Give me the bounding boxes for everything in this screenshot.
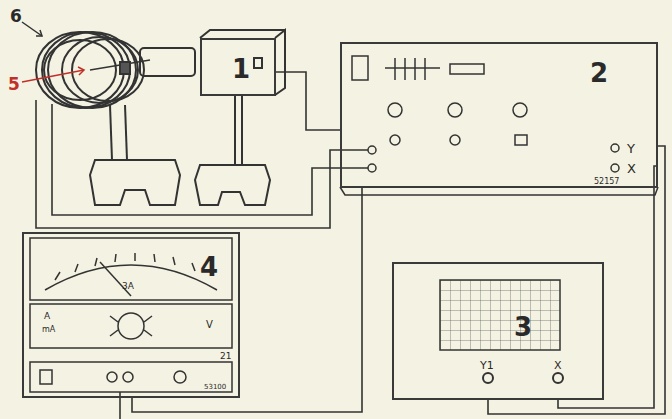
callout-number: 4 <box>200 254 218 280</box>
callout-number: 5 <box>8 76 20 93</box>
scope-screen <box>440 280 560 350</box>
stand <box>195 30 285 205</box>
terminal <box>553 373 563 383</box>
panel-details <box>340 56 658 195</box>
apparatus-box: 1 <box>200 38 276 96</box>
wire-connector <box>276 72 340 130</box>
meter-box: 4 3A AmA V 21 53100 <box>22 232 240 398</box>
panel-label: Y <box>627 142 635 155</box>
oscilloscope-box: 3Y1 X <box>392 262 604 400</box>
panel-label: 3A <box>122 282 134 291</box>
coil-assembly <box>36 32 195 205</box>
wire <box>36 100 368 419</box>
panel-label: 52157 <box>594 178 619 186</box>
panel-label: 21 <box>220 352 231 361</box>
wire-connector <box>132 188 362 412</box>
leader-line <box>22 70 84 82</box>
power-supply-box: 2YX 52157 <box>340 42 658 188</box>
terminal <box>483 373 493 383</box>
wire-connector <box>558 166 658 408</box>
panel-label: 53100 <box>204 384 226 391</box>
callout-number: 6 <box>10 8 22 25</box>
panel-label: V <box>206 320 213 330</box>
panel-label: A <box>44 312 50 321</box>
callout-number: 2 <box>590 60 608 86</box>
leader-line <box>22 22 42 36</box>
callout-number: 3 <box>514 314 532 340</box>
callout-number: 1 <box>232 56 250 82</box>
panel-label: Y1 <box>480 360 494 371</box>
panel-label: mA <box>42 326 55 334</box>
panel-label: X <box>627 162 636 175</box>
arrow-head <box>78 67 84 75</box>
meter-details <box>30 238 232 392</box>
panel-label: X <box>554 360 562 371</box>
arrow-head <box>36 30 42 36</box>
